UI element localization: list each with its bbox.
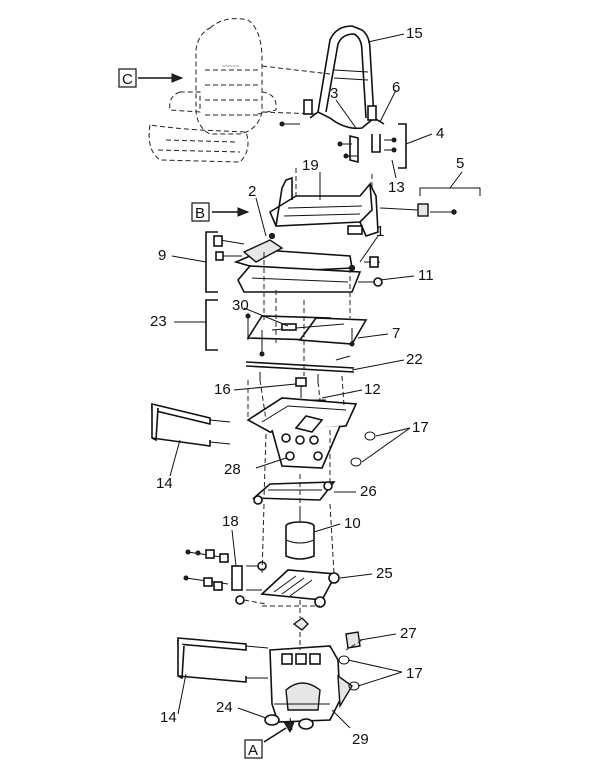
handle-14-lower [177, 637, 269, 683]
callout-7: 7 [392, 325, 400, 342]
base-29 [269, 645, 353, 723]
ring-17-lower-a [338, 655, 350, 665]
damper-18 [183, 549, 267, 605]
bracket-4 [398, 123, 407, 169]
callout-6: 6 [392, 79, 400, 96]
hinge-brackets [279, 121, 397, 164]
callout-25: 25 [376, 565, 393, 582]
view-arrows [138, 73, 295, 743]
upper-base-28 [246, 397, 358, 469]
ring-17-upper-a [364, 431, 376, 441]
pin-clip [292, 617, 309, 631]
lower-scissor-25 [260, 569, 340, 608]
callout-labels: 15 6 3 4 5 13 19 2 1 9 11 30 23 7 22 16 … [150, 25, 464, 748]
slide-assembly-9 [213, 232, 383, 293]
callout-16: 16 [214, 381, 231, 398]
callout-11: 11 [418, 267, 434, 284]
part-27 [345, 631, 361, 649]
callout-5: 5 [456, 155, 464, 172]
seat-assembly: ~~~~~ [148, 18, 277, 163]
part-5-hardware [379, 203, 457, 217]
view-label-a: A [244, 739, 263, 759]
handle-14-upper [151, 402, 231, 447]
callout-17-lower: 17 [406, 665, 423, 682]
svg-text:A: A [248, 742, 258, 759]
callout-17-upper: 17 [412, 419, 429, 436]
release-bar-22 [245, 355, 355, 382]
seat-to-frame-line [261, 65, 331, 75]
svg-text:B: B [195, 205, 205, 222]
svg-text:~~~~~: ~~~~~ [222, 64, 240, 70]
callout-28: 28 [224, 461, 241, 478]
callout-9: 9 [158, 247, 166, 264]
svg-text:C: C [122, 71, 133, 88]
callout-27: 27 [400, 625, 417, 642]
callout-12: 12 [364, 381, 381, 398]
callout-1: 1 [376, 223, 384, 240]
callout-13: 13 [388, 179, 405, 196]
callout-29: 29 [352, 731, 369, 748]
callout-22: 22 [406, 351, 423, 368]
parts-16-12 [295, 377, 326, 401]
seat-pan-19 [268, 176, 379, 237]
seat-to-frame-line-2 [261, 111, 319, 115]
callout-15: 15 [406, 25, 423, 42]
callout-14-lower: 14 [160, 709, 177, 726]
ring-17-upper-b [350, 457, 362, 467]
callout-19: 19 [302, 157, 319, 174]
callout-14-upper: 14 [156, 475, 173, 492]
callout-26: 26 [360, 483, 377, 500]
callout-10: 10 [344, 515, 361, 532]
scissor-link-26 [251, 481, 336, 505]
leader-lines [169, 33, 481, 729]
back-frame-15 [303, 25, 385, 130]
callout-23: 23 [150, 313, 167, 330]
callout-18: 18 [222, 513, 239, 530]
view-label-b: B [191, 202, 210, 222]
alignment-lines [243, 168, 373, 651]
callout-4: 4 [436, 125, 444, 142]
air-spring-10 [285, 508, 315, 560]
callout-30: 30 [232, 297, 249, 314]
slide-rails-23 [245, 313, 368, 357]
view-label-c: C [118, 68, 137, 88]
callout-24: 24 [216, 699, 233, 716]
callout-3: 3 [330, 85, 338, 102]
callout-2: 2 [248, 183, 256, 200]
bracket-23 [205, 299, 218, 351]
